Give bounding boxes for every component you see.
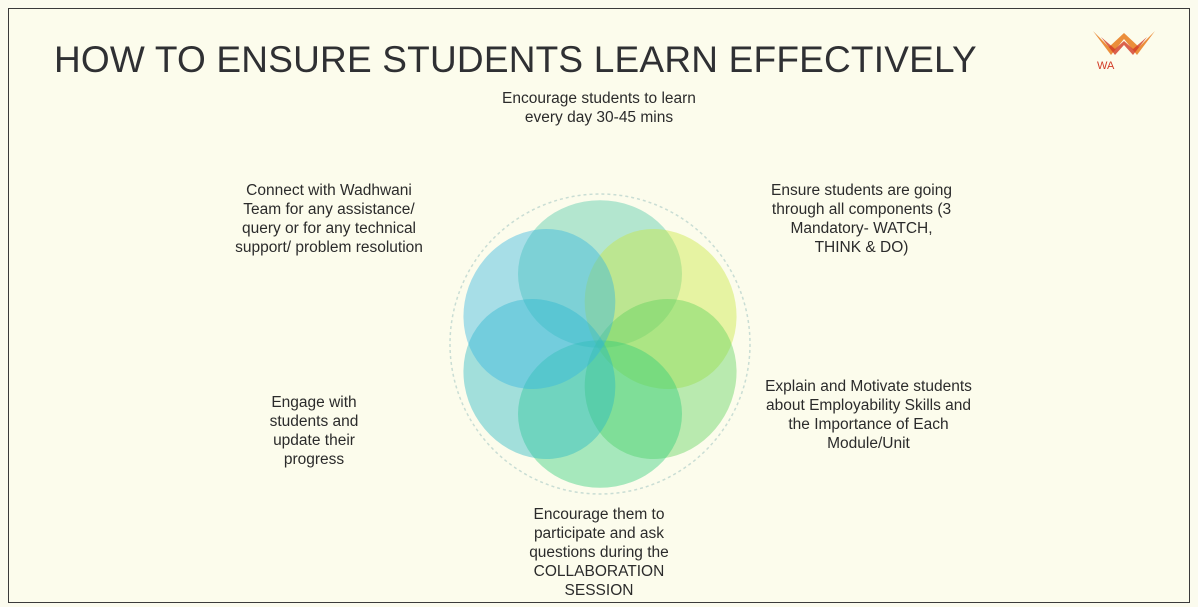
- caption-bottom: Encourage them to participate and ask qu…: [529, 506, 669, 599]
- petals: [463, 200, 737, 488]
- caption-top-right: Ensure students are going through all co…: [771, 182, 952, 256]
- flower-diagram: [449, 193, 751, 495]
- diagram-outline: [449, 193, 751, 495]
- petal-left: [463, 228, 616, 390]
- petal-right: [584, 298, 737, 460]
- caption-top-left: Connect with Wadhwani Team for any assis…: [235, 182, 423, 256]
- petal-top-right: [584, 228, 737, 390]
- caption-top: Encourage students to learn every day 30…: [502, 90, 696, 126]
- logo-text: WA: [1097, 60, 1115, 72]
- slide-title: HOW TO ENSURE STUDENTS LEARN EFFECTIVELY: [54, 39, 977, 80]
- petal-top: [518, 200, 682, 348]
- slide: HOW TO ENSURE STUDENTS LEARN EFFECTIVELY…: [8, 8, 1190, 603]
- caption-bottom-left: Engage with students and update their pr…: [269, 394, 359, 468]
- caption-bottom-right: Explain and Motivate students about Empl…: [765, 378, 972, 452]
- petal-bottom-right: [518, 340, 682, 488]
- petal-bottom: [463, 298, 616, 460]
- wadhwani-logo-icon: WA: [1089, 25, 1159, 75]
